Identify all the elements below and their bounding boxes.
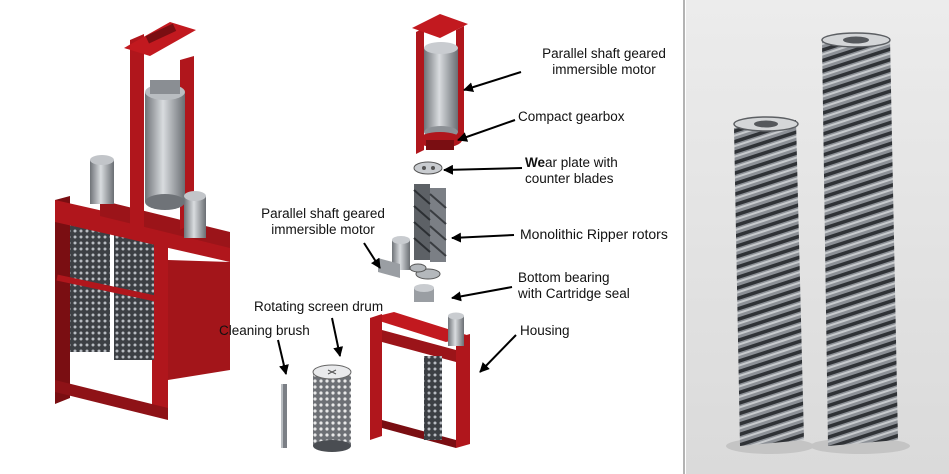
label-wear-plate: Wear plate with counter blades (525, 155, 618, 187)
assembled-grinder (55, 22, 230, 420)
label-bearing-line1: Bottom bearing (518, 270, 610, 285)
short-rotor-photo (733, 116, 804, 446)
label-rotors: Monolithic Ripper rotors (520, 226, 668, 242)
label-screen-drum: Rotating screen drum (254, 299, 384, 314)
label-wear-plate-line2: counter blades (525, 171, 614, 186)
exploded-cleaning-brush (281, 384, 287, 448)
exploded-housing (370, 312, 470, 448)
exploded-wear-plate (413, 161, 443, 175)
label-motor-mid-line2: immersible motor (271, 222, 375, 237)
exploded-bearings (409, 263, 441, 302)
label-motor-top-line2: immersible motor (552, 62, 656, 77)
label-motor-mid: Parallel shaft geared immersible motor (258, 206, 388, 238)
label-motor-top-line1: Parallel shaft geared (542, 46, 666, 61)
label-motor-top: Parallel shaft geared immersible motor (524, 46, 684, 78)
callout-arrows (277, 71, 523, 375)
label-housing: Housing (520, 323, 570, 338)
exploded-motor-mid (378, 236, 410, 278)
label-wear-plate-line1: ar plate with (545, 155, 618, 170)
exploded-rotors (413, 184, 447, 262)
label-bearing-line2: with Cartridge seal (518, 286, 630, 301)
label-bearing: Bottom bearing with Cartridge seal (518, 270, 630, 302)
rotor-photo-panel (683, 0, 949, 474)
exploded-gearbox (418, 132, 462, 150)
label-wear-plate-bold: We (525, 155, 546, 170)
tall-rotor-photo (821, 32, 898, 446)
label-motor-mid-line1: Parallel shaft geared (261, 206, 385, 221)
label-brush: Cleaning brush (219, 323, 310, 338)
label-gearbox: Compact gearbox (518, 109, 625, 124)
exploded-screen-drum (312, 364, 352, 452)
